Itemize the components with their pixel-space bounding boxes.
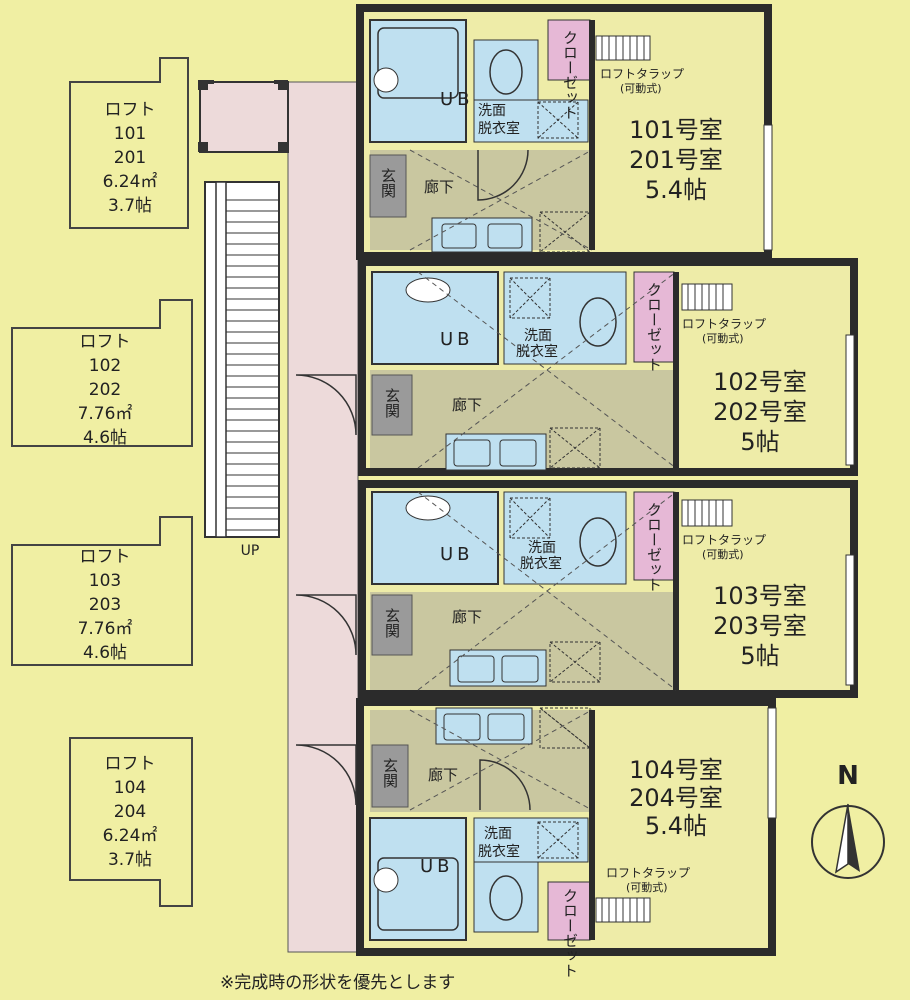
loft-size: 3.7帖 xyxy=(107,850,153,870)
unit-103 xyxy=(295,491,855,691)
loft-outline-102 xyxy=(11,299,193,447)
room-size: 5帖 xyxy=(740,428,779,456)
loft-room: 201 xyxy=(113,148,147,168)
entrance-area xyxy=(369,154,407,218)
hallway-label: 廊下 xyxy=(428,766,458,784)
unit-101 xyxy=(369,19,773,253)
loft-ladder-note: (可動式) xyxy=(702,547,744,561)
entrance-label: 玄関 xyxy=(383,388,401,419)
loft-info-102: ロフト 102 202 7.76㎡ 4.6帖 xyxy=(50,330,160,450)
room-size: 5帖 xyxy=(740,642,779,670)
completion-note: ※完成時の形状を優先とします xyxy=(220,973,456,993)
washroom-label: 脱衣室 xyxy=(478,120,520,137)
room-size: 5.4帖 xyxy=(645,812,707,840)
ub-label: UB xyxy=(440,544,474,565)
room-number-1: 104号室 xyxy=(629,756,723,784)
loft-info-104: ロフト 104 204 6.24㎡ 3.7帖 xyxy=(80,752,180,872)
loft-area: 7.76㎡ xyxy=(77,619,133,639)
north-label: N xyxy=(837,761,859,791)
entrance-area xyxy=(371,744,409,808)
stair-landing xyxy=(199,81,289,153)
north-arrow-icon xyxy=(811,803,885,879)
loft-room: 104 xyxy=(113,778,147,798)
washroom-label: 脱衣室 xyxy=(520,555,562,572)
loft-title: ロフト xyxy=(104,754,156,774)
washroom-label: 洗面 xyxy=(484,826,512,842)
loft-area: 6.24㎡ xyxy=(102,826,158,846)
loft-room: 204 xyxy=(113,802,147,822)
washroom xyxy=(473,817,589,863)
washroom-label: 洗面 xyxy=(524,328,552,344)
staircase xyxy=(204,181,280,538)
washroom-label: 脱衣室 xyxy=(516,343,558,360)
ub-label: UB xyxy=(440,89,474,110)
entrance-label: 玄関 xyxy=(381,758,399,789)
room-number-2: 201号室 xyxy=(629,146,723,174)
hallway-label: 廊下 xyxy=(452,396,482,414)
entrance-area xyxy=(371,594,413,656)
room-number-1: 101号室 xyxy=(629,116,723,144)
hallway-label: 廊下 xyxy=(452,608,482,626)
ub-label: UB xyxy=(440,329,474,350)
common-corridor xyxy=(287,81,359,953)
closet xyxy=(633,491,675,581)
loft-ladder-note: (可動式) xyxy=(626,880,668,894)
loft-info-103: ロフト 103 203 7.76㎡ 4.6帖 xyxy=(50,545,160,665)
loft-ladder-label: ロフトタラップ xyxy=(606,866,690,880)
unit-102 xyxy=(295,271,855,471)
loft-room: 202 xyxy=(88,380,122,400)
loft-size: 4.6帖 xyxy=(82,643,128,663)
loft-outline-104 xyxy=(69,737,193,907)
hallway-label: 廊下 xyxy=(424,178,454,196)
loft-size: 3.7帖 xyxy=(107,196,153,216)
loft-room: 103 xyxy=(88,571,122,591)
loft-outline-103 xyxy=(11,516,193,666)
washroom-label: 洗面 xyxy=(478,103,506,119)
loft-ladder-label: ロフトタラップ xyxy=(682,533,766,547)
room-number-1: 102号室 xyxy=(713,368,807,396)
closet-label: クローゼット xyxy=(561,888,579,978)
loft-ladder-note: (可動式) xyxy=(620,81,662,95)
room-number-2: 202号室 xyxy=(713,398,807,426)
stairs-up-label: UP xyxy=(241,543,260,559)
loft-info-101: ロフト 101 201 6.24㎡ 3.7帖 xyxy=(80,98,180,218)
washroom-label: 脱衣室 xyxy=(478,843,520,860)
closet-label: クローゼット xyxy=(561,30,579,120)
room-size: 5.4帖 xyxy=(645,176,707,204)
loft-ladder-label: ロフトタラップ xyxy=(682,317,766,331)
entrance-area xyxy=(371,374,413,436)
loft-title: ロフト xyxy=(79,332,131,352)
loft-outline-101 xyxy=(69,57,189,229)
room-number-1: 103号室 xyxy=(713,582,807,610)
entrance-label: 玄関 xyxy=(379,168,397,199)
closet xyxy=(547,881,591,941)
room-number-2: 203号室 xyxy=(713,612,807,640)
loft-area: 6.24㎡ xyxy=(102,172,158,192)
loft-title: ロフト xyxy=(79,547,131,567)
ub-label: UB xyxy=(420,856,454,877)
washroom-label: 洗面 xyxy=(528,540,556,556)
loft-title: ロフト xyxy=(104,100,156,120)
room-number-2: 204号室 xyxy=(629,784,723,812)
unit-104 xyxy=(295,707,777,941)
loft-area: 7.76㎡ xyxy=(77,404,133,424)
loft-size: 4.6帖 xyxy=(82,428,128,448)
loft-ladder-note: (可動式) xyxy=(702,331,744,345)
loft-room: 101 xyxy=(113,124,147,144)
closet-label: クローゼット xyxy=(645,282,663,372)
entrance-label: 玄関 xyxy=(383,608,401,639)
loft-room: 203 xyxy=(88,595,122,615)
closet-label: クローゼット xyxy=(645,502,663,592)
loft-room: 102 xyxy=(88,356,122,376)
washroom xyxy=(473,99,589,143)
loft-ladder-label: ロフトタラップ xyxy=(600,67,684,81)
